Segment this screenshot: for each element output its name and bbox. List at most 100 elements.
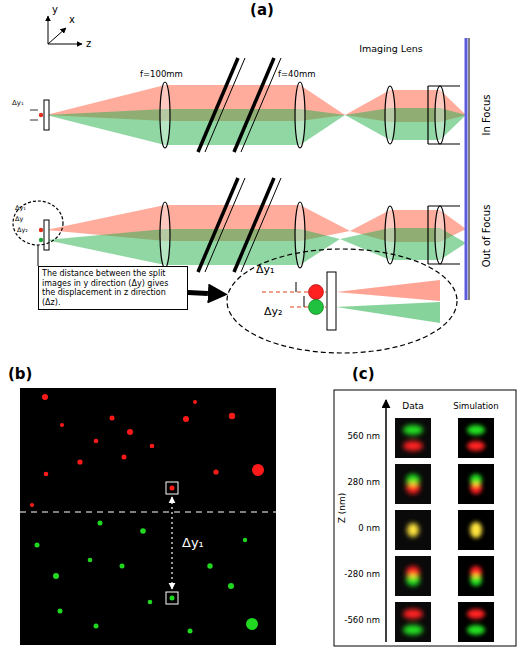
lens [160,202,445,268]
green-spot [246,618,258,630]
camera-body [428,86,460,144]
measure-arrow [171,497,172,589]
camera-body [428,206,460,264]
psf-image [458,464,494,504]
psf-image [470,482,482,494]
emitter [39,113,43,117]
psf-image [458,602,494,642]
psf-image [470,474,482,494]
axis-label: x [69,14,75,25]
displacement-mark [30,120,38,121]
psf-image [395,464,431,504]
detector-plane [465,38,468,300]
lens-label: Imaging Lens [359,44,423,54]
emitter [39,238,43,242]
zoom-detail [336,302,440,323]
psf-image [458,510,494,550]
measure-arrow [172,497,173,589]
psf-image [458,556,494,596]
psf-image [403,425,423,451]
psf-image [395,418,494,642]
psf-image [395,464,431,504]
psf-image [395,418,431,458]
red-spot [193,400,197,404]
dichroic-mirror [241,58,281,152]
camera-body [428,206,460,264]
red-spot [150,444,155,449]
psf-image [467,609,485,635]
green-spot [35,543,40,548]
red-spot [42,394,48,400]
dichroic-mirror [241,178,281,272]
node-text: Δy₂ [264,306,282,317]
dichroic-mirror [198,178,238,272]
microscope-image [20,388,276,645]
green-spot [120,564,125,569]
sample-slide [44,100,49,130]
coordinate-axes [48,44,82,45]
psf-image [406,474,420,494]
column-header: Data [402,402,424,412]
dichroic-mirror [234,178,274,272]
z-tick: -280 nm [344,570,380,579]
red-spot [213,469,218,474]
node-text: Δy₂ [17,227,28,234]
zoom-detail [304,296,305,307]
lens [435,206,445,264]
panel-label: (b) [8,366,32,383]
green-spot [88,558,93,563]
lens [160,82,170,148]
dichroic-mirror [234,58,274,152]
focal-length: f=40mm [278,70,316,79]
z-tick: 560 nm [347,432,380,441]
beam-green [345,108,390,140]
lens [295,202,305,268]
coordinate-axes [48,16,82,44]
column-header: Simulation [453,402,498,411]
connector [188,292,208,293]
red-spot [170,486,175,491]
emitter [39,228,43,232]
red-spot [183,416,189,422]
red-spot [110,416,115,421]
psf-image [467,425,485,451]
panel-frame [334,390,516,646]
lens [385,86,395,144]
sample-slide [44,220,49,250]
red-spot [30,394,264,507]
red-spot [44,472,49,477]
psf-image [467,625,485,635]
beam-green [46,109,165,145]
coordinate-axes [48,16,49,44]
axis-title: Z (nm) [338,493,348,524]
psf-image [395,602,431,642]
green-spot [140,528,146,534]
psf-image [406,482,420,494]
selection-box [166,592,178,604]
panel-label: (c) [352,366,375,383]
psf-image [406,574,420,586]
beam-green [46,228,466,265]
green-spot [148,600,153,605]
dichroic-mirror [198,58,281,152]
dichroic-mirror [198,58,238,152]
green-spot [58,609,63,614]
psf-image [470,574,482,586]
psf-image [458,510,494,550]
image-divider [20,511,276,512]
node-text: Δy₁ [15,205,26,212]
z-axis-arrow [385,400,387,642]
green-spot [94,624,99,629]
axis-label: z [86,38,91,49]
psf-image [406,566,420,586]
red-spot [60,423,64,427]
z-tick: -560 nm [344,616,380,625]
z-axis-arrow [386,400,387,642]
panel-frame [334,390,516,646]
z-tick: 0 nm [358,524,380,533]
red-spot [127,429,133,435]
node-text: Δy [15,216,23,223]
psf-image [458,464,494,504]
lens [160,82,445,148]
beam-green [165,109,300,145]
